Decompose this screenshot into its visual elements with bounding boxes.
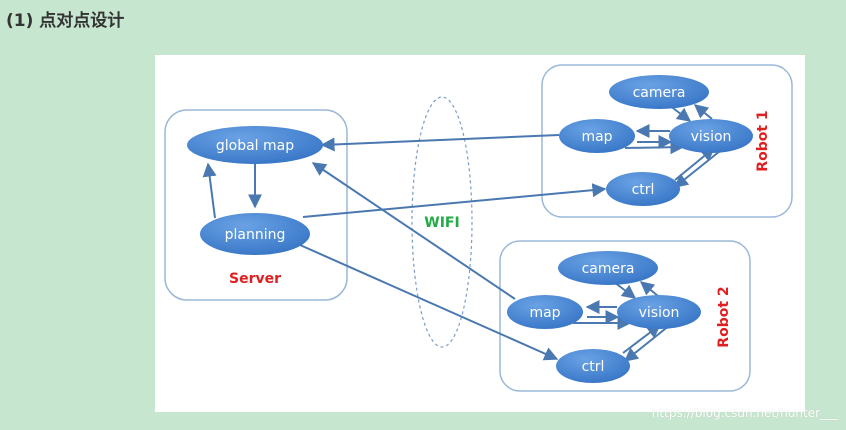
section-heading: (1) 点对点设计 bbox=[6, 11, 125, 31]
server-label: Server bbox=[229, 271, 281, 287]
r2-node-camera-label: camera bbox=[582, 261, 635, 277]
edge-r1-map-vision-c bbox=[624, 140, 685, 155]
edge-planning-r2ctrl bbox=[299, 244, 559, 361]
node-planning-label: planning bbox=[225, 227, 286, 243]
architecture-diagram: global map planning Server WIFI camera m… bbox=[155, 55, 805, 412]
wifi-ellipse bbox=[411, 96, 473, 348]
edge-planning-r1ctrl bbox=[302, 183, 607, 218]
node-global-map-label: global map bbox=[216, 138, 294, 154]
r2-node-vision bbox=[617, 295, 701, 329]
robot2-label: Robot 2 bbox=[716, 286, 732, 347]
r2-node-ctrl-label: ctrl bbox=[582, 359, 605, 375]
r1-node-camera bbox=[609, 75, 709, 109]
diagram-svg: global map planning Server WIFI camera m… bbox=[164, 64, 793, 392]
edge-r2-ctrl-vision bbox=[622, 324, 662, 354]
edge-r2map-globalmap bbox=[311, 162, 516, 300]
r1-node-map bbox=[559, 119, 635, 153]
edge-r2-vision-camera bbox=[639, 281, 659, 297]
wifi-label: WIFI bbox=[424, 215, 459, 231]
edge-r1-vision-ctrl bbox=[673, 146, 726, 188]
r1-node-vision bbox=[669, 119, 753, 153]
r2-node-map-label: map bbox=[529, 305, 560, 321]
edge-r1-ctrl-vision bbox=[674, 147, 716, 181]
r2-node-ctrl bbox=[556, 349, 630, 383]
r2-node-map bbox=[507, 295, 583, 329]
r2-node-vision-label: vision bbox=[639, 305, 680, 321]
edge-planning-globalmap bbox=[202, 162, 217, 219]
node-global-map bbox=[187, 126, 323, 164]
robot1-label: Robot 1 bbox=[755, 110, 771, 171]
edge-r2-vision-ctrl bbox=[623, 324, 671, 362]
edge-r1map-globalmap bbox=[320, 134, 560, 152]
r2-node-camera bbox=[558, 251, 658, 285]
node-planning bbox=[200, 213, 310, 255]
watermark-url: https://blog.csdn.net/hunter___ bbox=[651, 406, 838, 420]
r1-node-ctrl bbox=[606, 172, 680, 206]
r1-node-camera-label: camera bbox=[633, 85, 686, 101]
edges bbox=[202, 101, 726, 362]
r1-node-map-label: map bbox=[581, 129, 612, 145]
r1-node-ctrl-label: ctrl bbox=[632, 182, 655, 198]
edge-r1-vision-camera bbox=[693, 104, 713, 120]
r1-node-vision-label: vision bbox=[691, 129, 732, 145]
